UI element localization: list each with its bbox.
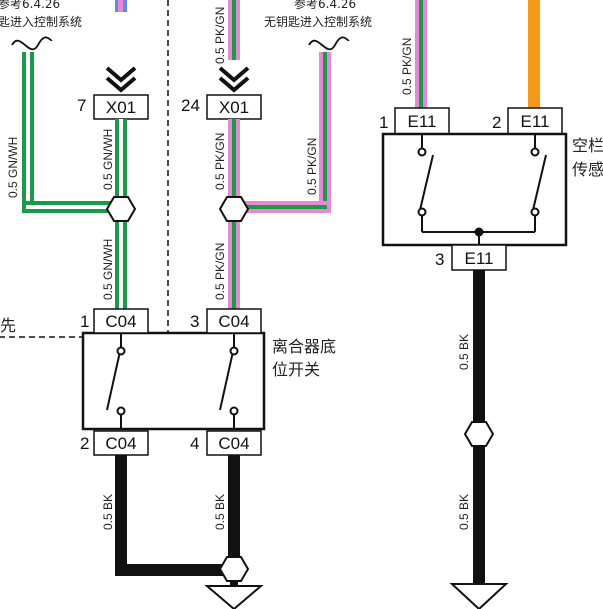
wire-label-pkgn-top: 0.5 PK/GN xyxy=(213,7,227,64)
c04-2-connector xyxy=(93,430,149,456)
wire-label-gnwh-bottom: 0.5 GN/WH xyxy=(101,239,115,300)
x01-right-pin: 24 xyxy=(181,96,200,115)
splice-middle xyxy=(218,196,250,222)
e11-2-connector xyxy=(507,107,563,135)
wire-label-pkgn-mid: 0.5 PK/GN xyxy=(213,133,227,190)
c04-3-name: C04 xyxy=(218,312,249,331)
x01-right-name: X01 xyxy=(219,98,249,117)
c04-4-pin: 4 xyxy=(190,434,199,453)
left-ref-line1: 参考6.4.26 xyxy=(0,0,60,11)
wire-label-bk-e11-lower: 0.5 BK xyxy=(457,494,471,530)
c04-3-pin: 3 xyxy=(190,312,199,331)
c04-2-name: C04 xyxy=(105,434,136,453)
chevron-down-icon xyxy=(105,66,137,93)
pkgn-wire-side xyxy=(240,52,331,213)
x01-left-pin: 7 xyxy=(77,96,86,115)
ac-sensor-label-line2: 传感 xyxy=(572,160,603,179)
clutch-switch-label-line1: 离合器底 xyxy=(272,337,336,356)
switch-contact-right xyxy=(219,333,239,429)
left-edge-text: 先 xyxy=(0,316,16,335)
wire-label-pkgn-side: 0.5 PK/GN xyxy=(305,138,319,195)
c04-4-name: C04 xyxy=(218,434,249,453)
e11-2-name: E11 xyxy=(521,112,550,131)
x01-left-name: X01 xyxy=(106,98,136,117)
bk-wire-c04 xyxy=(115,455,240,576)
left-ref-line2: 匙进入控制系统 xyxy=(0,15,82,29)
e11-3-pin: 3 xyxy=(435,250,444,269)
splice-e11 xyxy=(463,421,495,447)
ground-icon xyxy=(449,583,509,609)
pkgn-top-stub xyxy=(228,0,240,60)
c04-1-name: C04 xyxy=(105,312,136,331)
wire-label-pkgn-e11: 0.5 PK/GN xyxy=(400,38,414,95)
e11-1-name: E11 xyxy=(408,112,437,131)
c04-1-connector xyxy=(93,308,149,334)
squiggle-left xyxy=(11,36,53,51)
switch-contact-left xyxy=(106,333,126,429)
wire-label-bk-c04-4: 0.5 BK xyxy=(213,494,227,530)
c04-1-pin: 1 xyxy=(80,312,89,331)
splice-left xyxy=(105,196,137,222)
mid-ref-line2: 无钥匙进入控制系统 xyxy=(264,15,372,29)
clutch-switch-box xyxy=(81,331,266,431)
wire-label-bk-e11-upper: 0.5 BK xyxy=(457,334,471,370)
ac-sensor-label-line1: 空栏 xyxy=(572,136,603,155)
clutch-switch-label-line2: 位开关 xyxy=(272,360,320,379)
ground-icon xyxy=(204,585,264,609)
ground-stub-left xyxy=(230,581,238,586)
chevron-down-icon xyxy=(218,66,250,93)
wire-label-gnwh-top: 0.5 GN/WH xyxy=(101,129,115,190)
orange-wire xyxy=(528,0,540,108)
e11-1-pin: 1 xyxy=(379,113,388,132)
splice-ground-left xyxy=(218,556,250,582)
pkgn-e11-wire xyxy=(415,0,427,108)
e11-3-connector xyxy=(451,244,507,271)
e11-2-pin: 2 xyxy=(492,113,501,132)
x01-left-connector xyxy=(93,94,149,120)
dashed-boundary xyxy=(0,0,169,338)
e11-1-connector xyxy=(394,107,450,135)
wire-label-bk-c04-2: 0.5 BK xyxy=(101,494,115,530)
wire-label-gnwh-side: 0.5 GN/WH xyxy=(6,137,20,198)
gnwh-wire-side xyxy=(22,52,122,213)
mid-ref-line1: 参考6.4.26 xyxy=(294,0,356,11)
c04-2-pin: 2 xyxy=(80,434,89,453)
e11-3-name: E11 xyxy=(465,249,494,268)
sensor-contacts xyxy=(417,134,547,245)
top-blue-pink-wire xyxy=(115,0,127,12)
wire-label-pkgn-bottom: 0.5 PK/GN xyxy=(213,243,227,300)
c04-3-connector xyxy=(206,308,262,334)
squiggle-middle xyxy=(308,36,350,51)
